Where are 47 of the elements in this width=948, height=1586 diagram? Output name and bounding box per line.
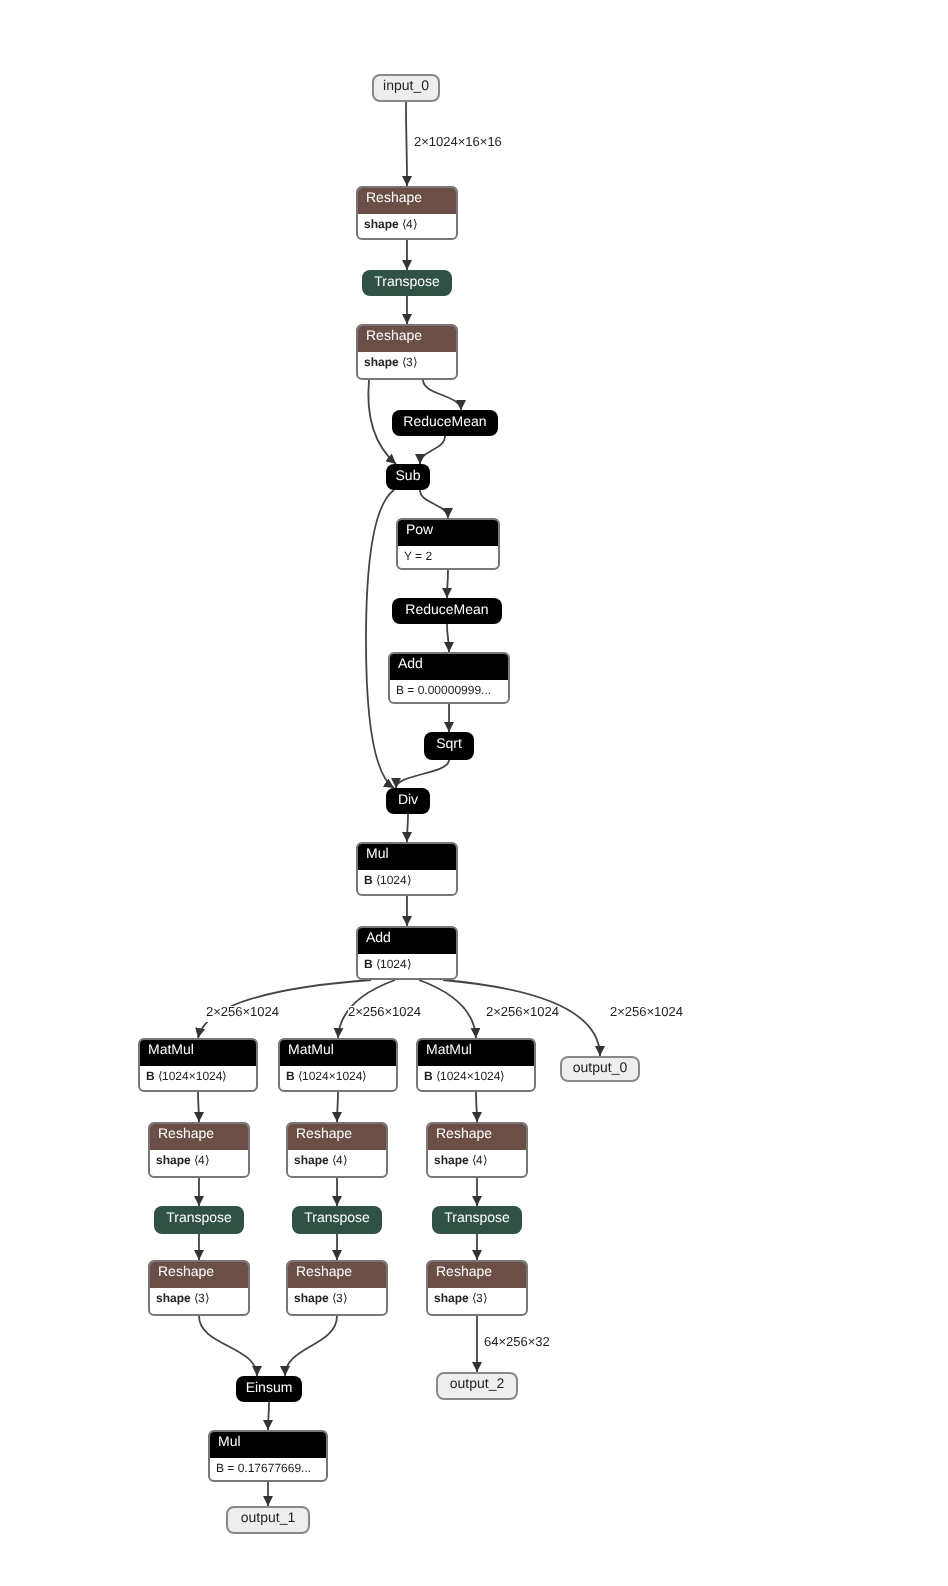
arrow [332, 1233, 342, 1261]
operator-node [278, 1038, 398, 1092]
arrow [416, 435, 446, 465]
operator-node [356, 842, 458, 896]
operator-node [286, 1122, 388, 1178]
arrow [402, 295, 412, 325]
arrow [281, 1315, 338, 1377]
arrow [419, 489, 452, 519]
arrow [332, 1091, 343, 1123]
operator-node [148, 1122, 250, 1178]
arrow [334, 979, 396, 1039]
arrow [263, 1401, 274, 1431]
arrow [471, 1091, 482, 1123]
arrow [365, 489, 395, 789]
arrow [422, 379, 464, 411]
operator-node [356, 324, 458, 380]
operator-node [416, 1038, 536, 1092]
arrow [472, 1315, 482, 1373]
arrow [472, 1233, 482, 1261]
arrow [402, 239, 412, 271]
operator-node [426, 1122, 528, 1178]
arrow [194, 1177, 204, 1207]
operator-node [426, 1260, 528, 1316]
arrow [472, 1177, 482, 1207]
arrow [443, 623, 454, 653]
arrow [444, 703, 454, 733]
operator-node [148, 1260, 250, 1316]
operator-node [286, 1260, 388, 1316]
arrow [442, 569, 453, 599]
arrow [367, 379, 397, 465]
operator-node [388, 652, 510, 704]
operator-node [138, 1038, 258, 1092]
arrow [402, 813, 413, 843]
arrow [418, 979, 480, 1039]
arrow [394, 759, 450, 789]
arrow [402, 895, 412, 927]
arrow [263, 1481, 273, 1507]
arrow [402, 101, 412, 187]
arrow [442, 979, 604, 1057]
operator-node [356, 186, 458, 240]
arrow [198, 1315, 261, 1377]
operator-node [356, 926, 458, 980]
arrow [332, 1177, 342, 1207]
operator-node [208, 1430, 328, 1482]
arrow [194, 1233, 204, 1261]
arrow [193, 1091, 204, 1123]
operator-node [396, 518, 500, 570]
